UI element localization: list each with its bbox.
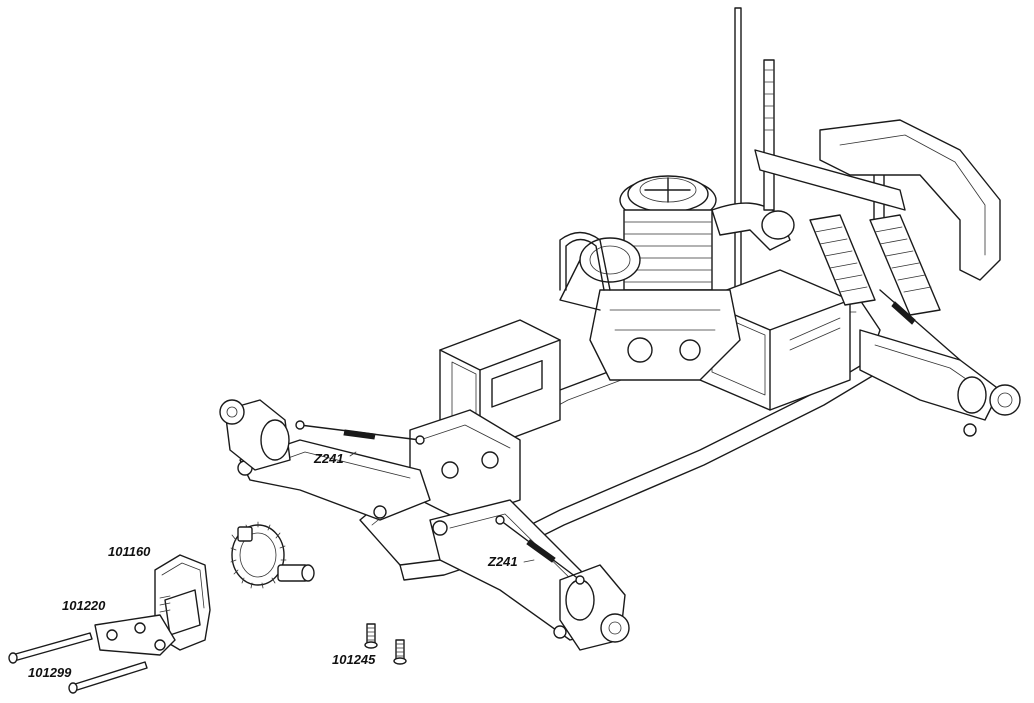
- label-z241-front: Z241: [488, 554, 518, 569]
- rear-bumper: [819, 119, 1001, 281]
- gearbox-cover-101160: [154, 554, 211, 651]
- exhaust-pipe: [711, 202, 795, 251]
- front-right-hub: [559, 564, 630, 651]
- rear-turnbuckle: [879, 289, 961, 361]
- rear-arm: [859, 329, 1021, 437]
- screw-101245-right: [393, 639, 407, 665]
- front-differential: [230, 521, 315, 589]
- front-left-turnbuckle: [295, 420, 425, 445]
- front-left-hub: [219, 399, 291, 471]
- label-101299: 101299: [28, 665, 72, 680]
- antenna-tube: [731, 7, 745, 295]
- rear-shock-left: [809, 214, 876, 306]
- screw-101245-left: [364, 623, 378, 649]
- label-101220: 101220: [62, 598, 106, 613]
- air-filter: [559, 237, 641, 311]
- rear-shock-right: [869, 214, 941, 316]
- front-right-turnbuckle: [495, 515, 585, 585]
- label-101160: 101160: [108, 544, 151, 559]
- label-101245: 101245: [332, 652, 376, 667]
- engine: [589, 175, 741, 381]
- plate-101220: [94, 614, 176, 656]
- center-roll-bar: [559, 231, 611, 291]
- leader-lines: [349, 451, 535, 563]
- label-z241-rear: Z241: [314, 451, 344, 466]
- pin-101299-upper: [8, 632, 93, 664]
- pin-101299-lower: [68, 661, 148, 694]
